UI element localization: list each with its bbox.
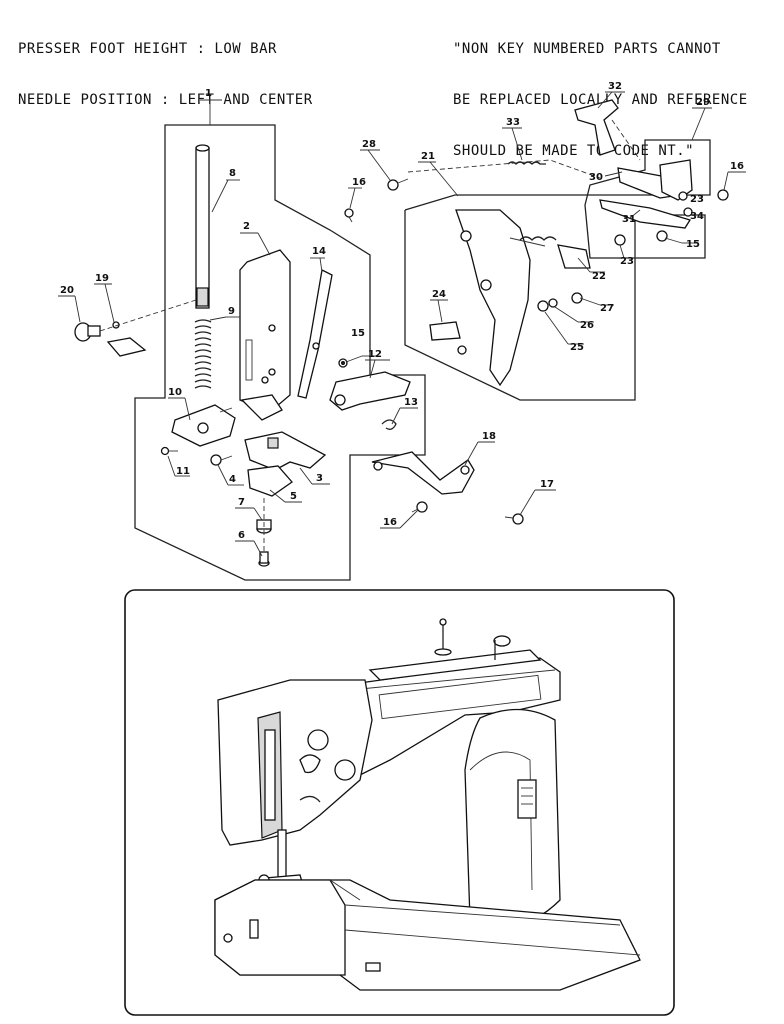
callout-labels: 1 8 2 14 9 10 11 4 3 5 7 6 19 20 15 12 1…: [60, 81, 744, 541]
screw-17: [504, 513, 524, 525]
callout-8: 8: [229, 168, 236, 179]
knob-20: [74, 322, 101, 342]
screw-11: [160, 446, 178, 456]
bracket-32: [574, 99, 619, 156]
callout-30: 30: [589, 172, 603, 183]
callout-13: 13: [404, 397, 418, 408]
note-line-3: SHOULD BE MADE TO CODE NT.": [453, 143, 695, 159]
callout-11: 11: [176, 466, 190, 477]
spring-22: [519, 236, 591, 269]
callout-24: 24: [432, 289, 446, 300]
callout-23b: 23: [690, 194, 704, 205]
callout-leaders: [58, 91, 746, 557]
frame-21: [455, 209, 546, 387]
nut-15a: [338, 358, 348, 368]
callout-6: 6: [238, 530, 245, 541]
callout-3: 3: [316, 473, 323, 484]
left-assembly-outline: [134, 124, 426, 581]
callout-19: 19: [95, 273, 109, 284]
callout-21: 21: [421, 151, 435, 162]
lever-block-12: [329, 371, 411, 411]
callout-27: 27: [600, 303, 614, 314]
note-line-1: "NON KEY NUMBERED PARTS CANNOT: [453, 41, 721, 57]
callout-31: 31: [622, 214, 636, 225]
lever-14: [297, 269, 333, 399]
plate-31: [599, 199, 692, 229]
needle-bar-bracket: [171, 404, 236, 447]
callout-15b: 15: [686, 239, 700, 250]
bracket-29: [659, 159, 693, 201]
spacer-34: [683, 207, 693, 217]
callout-7: 7: [238, 497, 245, 508]
nut-15b: [656, 230, 668, 242]
callout-20: 20: [60, 285, 74, 296]
callout-16b: 16: [383, 517, 397, 528]
sewing-machine-illustration: [214, 618, 641, 991]
right-assembly-outline: [404, 139, 711, 401]
callout-16a: 16: [352, 177, 366, 188]
callout-22: 22: [592, 271, 606, 282]
needle-bar: [195, 144, 210, 309]
callout-15a: 15: [351, 328, 365, 339]
callout-23a: 23: [620, 256, 634, 267]
spec-line-needle-position: NEEDLE POSITION : LEFT AND CENTER: [18, 92, 313, 108]
machine-overview-frame: [124, 589, 675, 1016]
thumb-screw-4: [210, 454, 233, 466]
clip-13: [381, 419, 397, 430]
nut-26: [548, 298, 558, 308]
spec-line-presser-foot: PRESSER FOOT HEIGHT : LOW BAR: [18, 41, 277, 57]
screw-16a: [344, 208, 354, 223]
callout-10: 10: [168, 387, 182, 398]
callout-32: 32: [608, 81, 622, 92]
callout-25: 25: [570, 342, 584, 353]
callout-4: 4: [229, 474, 236, 485]
collar-25: [537, 300, 549, 312]
needle-clamp-plate: [244, 431, 327, 471]
callout-16c: 16: [730, 161, 744, 172]
bracket-19: [106, 321, 147, 357]
nut-27: [571, 292, 583, 304]
bracket-24: [429, 321, 461, 341]
screw-28: [387, 178, 409, 191]
bracket-18: [371, 451, 475, 495]
callout-18: 18: [482, 431, 496, 442]
screw-16c: [717, 189, 729, 201]
screw-16b: [411, 501, 428, 513]
callout-2: 2: [243, 221, 250, 232]
callout-29: 29: [696, 97, 710, 108]
needle-bar-frame: [239, 249, 291, 421]
callout-9: 9: [228, 306, 235, 317]
screw-23a: [614, 234, 626, 246]
needle-bar-spring: [194, 319, 212, 389]
callout-1: 1: [205, 88, 212, 99]
presser-foot-spec: PRESSER FOOT HEIGHT : LOW BAR NEEDLE POS…: [18, 7, 313, 126]
callout-33: 33: [506, 117, 520, 128]
needle-clamp-5: [247, 465, 293, 497]
callout-34: 34: [690, 211, 704, 222]
spring-33: [507, 161, 546, 165]
callout-12: 12: [368, 349, 382, 360]
callout-26: 26: [580, 320, 594, 331]
callout-14: 14: [312, 246, 326, 257]
callout-5: 5: [290, 491, 297, 502]
screw-6: [258, 551, 270, 567]
callout-17: 17: [540, 479, 554, 490]
callout-28: 28: [362, 139, 376, 150]
screw-23b: [678, 191, 688, 201]
